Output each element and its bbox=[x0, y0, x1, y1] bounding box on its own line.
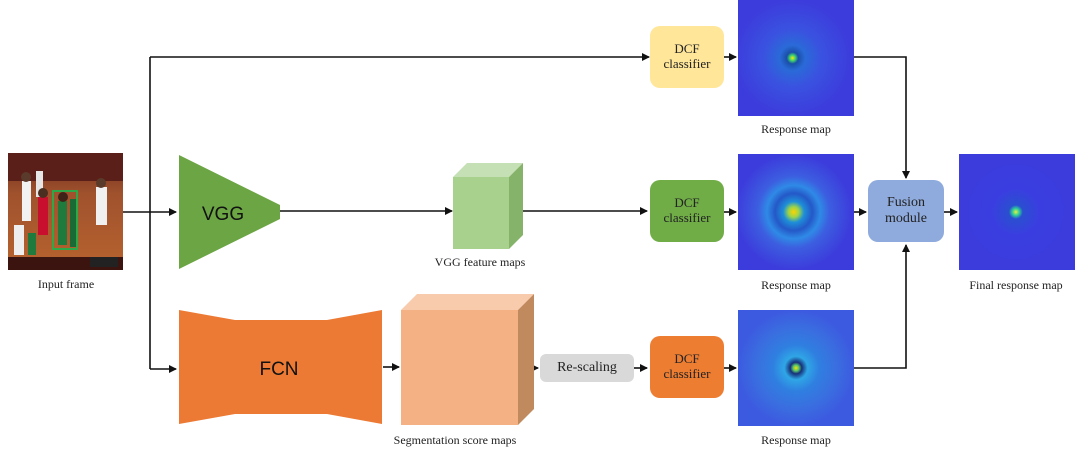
segmentation-label: Segmentation score maps bbox=[393, 433, 517, 447]
dcf-top-line2: classifier bbox=[663, 56, 711, 71]
vgg-label: VGG bbox=[202, 204, 244, 225]
final-response-map-label: Final response map bbox=[969, 278, 1063, 292]
response-map-bottom bbox=[738, 310, 854, 426]
fcn-label: FCN bbox=[259, 359, 298, 380]
rescaling-box: Re-scaling bbox=[540, 354, 634, 382]
dcf-bot-line2: classifier bbox=[663, 366, 711, 381]
dcf-mid-line2: classifier bbox=[663, 210, 711, 225]
input-frame-image bbox=[8, 153, 123, 270]
segmentation-cube bbox=[401, 294, 534, 425]
fusion-line2: module bbox=[885, 211, 927, 226]
vgg-feature-maps-cube bbox=[453, 163, 523, 249]
vgg-network: VGG bbox=[179, 155, 280, 269]
response-map-middle-label: Response map bbox=[761, 278, 831, 292]
fcn-network: FCN bbox=[179, 310, 382, 424]
response-map-top bbox=[738, 0, 854, 116]
response-map-top-label: Response map bbox=[761, 122, 831, 136]
vgg-feature-maps-label: VGG feature maps bbox=[434, 255, 526, 269]
fusion-line1: Fusion bbox=[886, 194, 926, 210]
final-response-map bbox=[959, 154, 1075, 270]
dcf-mid-line1: DCF bbox=[674, 195, 700, 211]
response-map-middle bbox=[738, 154, 854, 270]
response-map-bottom-label: Response map bbox=[761, 433, 831, 447]
dcf-top-line1: DCF bbox=[674, 41, 700, 57]
input-frame-label: Input frame bbox=[37, 277, 95, 291]
dcf-bot-line1: DCF bbox=[674, 351, 700, 367]
rescaling-label: Re-scaling bbox=[557, 359, 617, 375]
